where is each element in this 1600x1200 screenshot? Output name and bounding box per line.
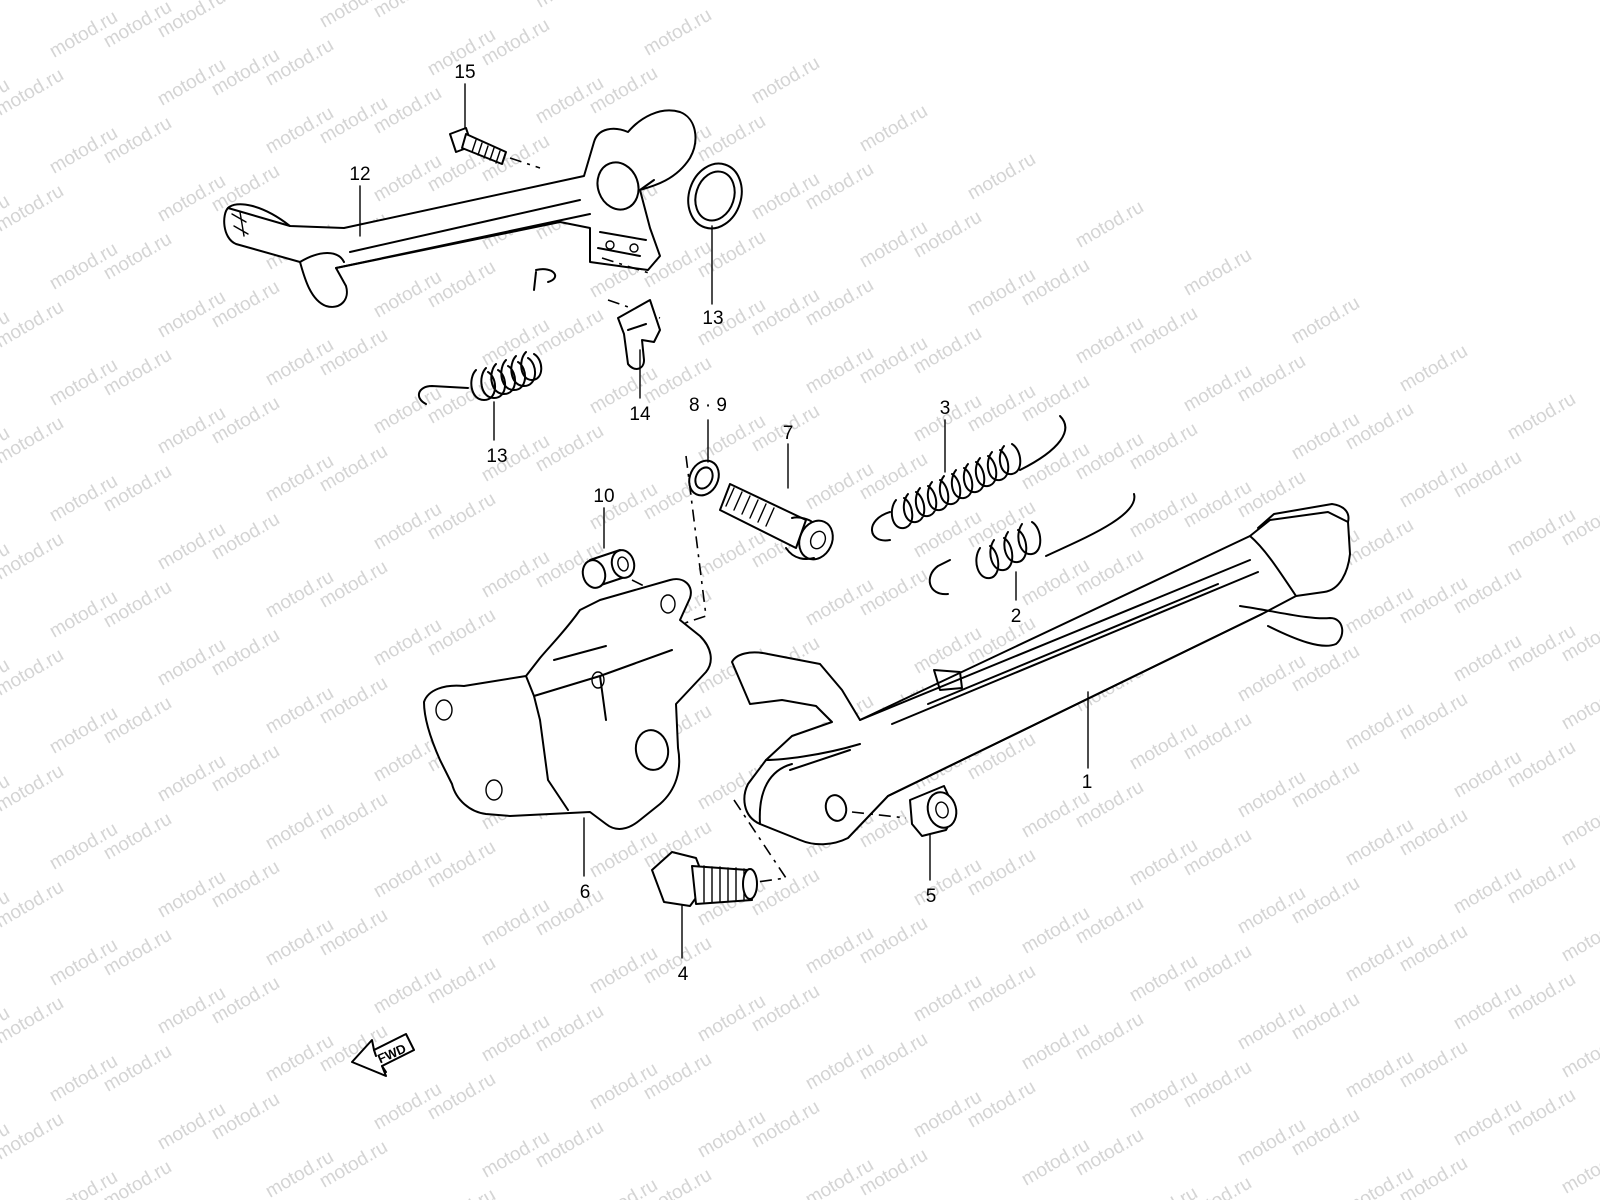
watermark-text: motod.ru: [1504, 389, 1579, 445]
watermark-text: motod.ru: [640, 5, 715, 61]
side-stand-spring-inner: [928, 493, 1136, 596]
watermark-text: motod.ru: [1558, 911, 1600, 967]
side-stand: [731, 503, 1351, 846]
bracket-bolt: [651, 851, 758, 907]
callout-3: 3: [940, 398, 951, 419]
watermark-text: motod.ru: [586, 1175, 661, 1200]
callout-15: 15: [454, 62, 475, 83]
watermark-text: motod.ru: [1558, 1143, 1600, 1199]
watermark-text: motod.ru: [1396, 341, 1471, 397]
watermark-text: motod.ru: [1126, 1183, 1201, 1200]
pivot-bolt: [719, 483, 834, 561]
watermark-text: motod.ru: [964, 149, 1039, 205]
forward-arrow-icon: FWD: [351, 1033, 415, 1077]
spacer-collar: [581, 549, 661, 595]
callout-8-9: 8 · 9: [689, 395, 727, 416]
watermark-text: motod.ru: [532, 0, 607, 12]
side-stand-bracket: [423, 578, 712, 830]
callout-10: 10: [593, 486, 614, 507]
watermark-text: motod.ru: [1072, 197, 1147, 253]
pedal-arm: [223, 109, 697, 308]
o-ring: [687, 162, 743, 230]
callout-11: 12: [349, 164, 370, 185]
pedal-clip: [601, 257, 661, 370]
watermark-text: motod.ru: [1180, 245, 1255, 301]
watermark-text: motod.ru: [424, 1185, 499, 1200]
callout-6: 6: [580, 882, 591, 903]
alignment-line-washer: [675, 455, 707, 627]
pedal-bolt: [449, 127, 541, 169]
watermark-text: motod.ru: [748, 53, 823, 109]
watermark-text: motod.ru: [1288, 293, 1363, 349]
watermark-text: motod.ru: [1558, 795, 1600, 851]
callout-2: 2: [1011, 606, 1022, 627]
watermark-text: motod.ru: [370, 0, 445, 22]
watermark-text: motod.ru: [1558, 679, 1600, 735]
callout-1: 1: [1082, 772, 1093, 793]
callout-14: 14: [629, 404, 651, 425]
callouts: 15 12 13 13 14 8 · 9 7 3 2 10 1 6 5 4: [349, 62, 1092, 985]
washer: [688, 459, 720, 497]
stand-nut: [851, 785, 958, 837]
callout-5: 5: [926, 886, 937, 907]
callout-7: 7: [783, 423, 794, 444]
leader-lines: [359, 83, 1089, 959]
watermark-text: motod.ru: [0, 0, 67, 4]
callout-4: 4: [678, 964, 689, 985]
pedal-return-spring: [417, 268, 557, 405]
callout-13: 13: [486, 446, 507, 467]
watermark-text: motod.ru: [856, 101, 931, 157]
alignment-line-bolt: [733, 799, 788, 885]
callout-12: 13: [702, 308, 723, 329]
watermark-text: motod.ru: [1558, 1027, 1600, 1083]
side-stand-spring-outer: [871, 415, 1067, 542]
